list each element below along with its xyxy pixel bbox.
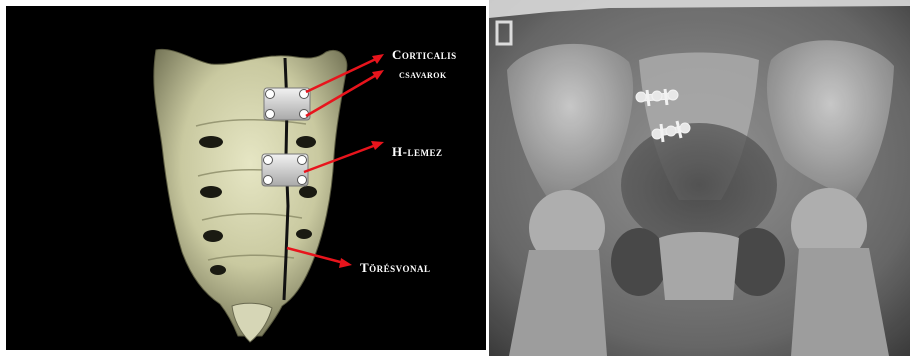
xray-drawing [489, 0, 910, 356]
sacrum-bone [154, 49, 347, 336]
pelvis-xray [489, 0, 910, 356]
h-plate-upper [264, 88, 310, 120]
label-csavarok: csavarok [399, 67, 447, 82]
label-corticalis: Corticalis [392, 47, 457, 63]
label-h-lemez: H-lemez [392, 144, 442, 160]
sacrum-3d-illustration: Corticalis csavarok H-lemez Törésvonal [6, 6, 486, 350]
label-toresvonal: Törésvonal [360, 260, 431, 276]
h-plate-lower [262, 154, 308, 186]
